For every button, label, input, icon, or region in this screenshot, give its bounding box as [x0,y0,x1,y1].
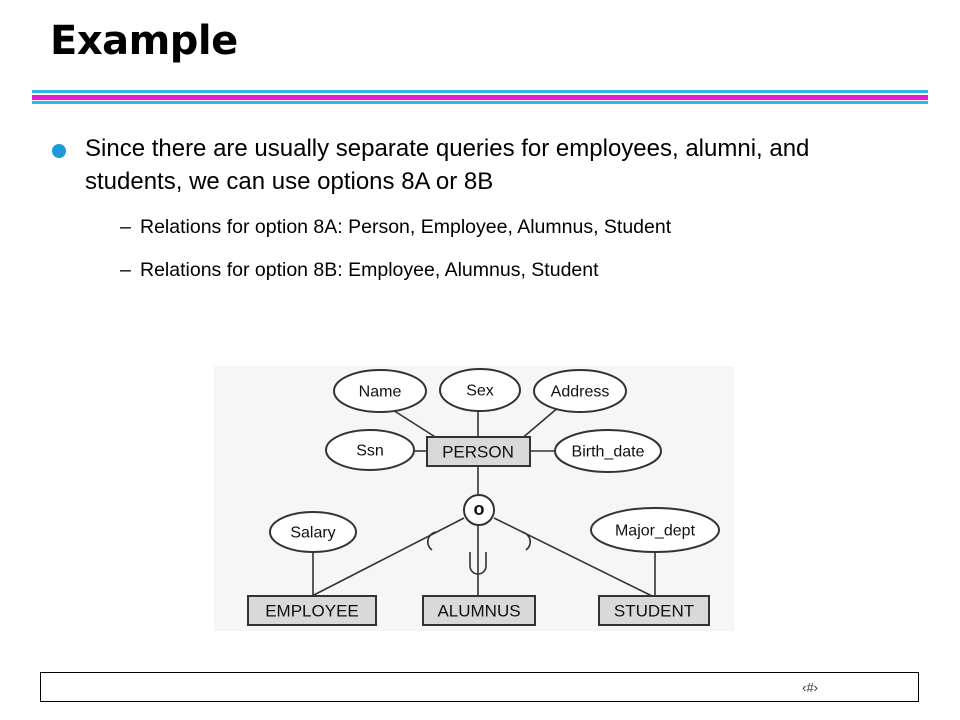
footer-bar: ‹#› [40,672,919,702]
slide-title: Example [50,18,238,64]
attribute-salary-label: Salary [290,525,335,542]
entity-employee [247,595,377,626]
sub-bullet-8a: – Relations for option 8A: Person, Emplo… [120,215,671,239]
connector-overlap-employee [311,517,465,597]
attribute-ssn [325,429,415,471]
sub-bullet-8b: – Relations for option 8B: Employee, Alu… [120,258,599,282]
subset-symbol-student [521,531,531,551]
entity-person [426,436,531,467]
title-rule-bottom [32,101,928,104]
attribute-ssn-label: Ssn [356,443,384,460]
sub-bullet-text: Relations for option 8A: Person, Employe… [140,216,672,238]
attribute-birth-date-label: Birth_date [572,444,645,461]
attribute-name-label: Name [359,384,402,401]
attribute-birth-date [554,429,662,473]
attribute-name [333,369,427,413]
attribute-address-label: Address [551,384,610,401]
sub-bullet-dash: – [120,259,131,281]
page-number: ‹#› [802,680,818,695]
attribute-major-dept-label: Major_dept [615,523,696,540]
title-rule-middle [32,95,928,100]
overlap-circle [463,494,495,526]
overlap-symbol-label: o [474,499,485,519]
main-bullet-text: Since there are usually separate queries… [85,135,810,195]
subset-symbol-employee [427,531,437,551]
attribute-salary [269,511,357,553]
title-rule-top [32,90,928,93]
attribute-sex [439,368,521,412]
entity-person-label: PERSON [442,443,514,462]
attribute-address [533,369,627,413]
sub-bullet-text: Relations for option 8B: Employee, Alumn… [140,259,599,281]
entity-student [598,595,710,626]
main-bullet: Since there are usually separate queries… [52,132,912,198]
connector-address-person [519,405,561,441]
attribute-major-dept [590,507,720,553]
connector-overlap-student [493,517,653,597]
er-connectors [311,404,656,597]
bullet-dot-icon [52,144,66,158]
entity-student-label: STUDENT [614,602,694,621]
sub-bullet-dash: – [120,216,131,238]
entity-employee-label: EMPLOYEE [265,602,359,621]
attribute-sex-label: Sex [466,383,494,400]
entity-alumnus [422,595,536,626]
entity-alumnus-label: ALUMNUS [437,602,520,621]
subset-symbol-alumnus [469,552,487,575]
